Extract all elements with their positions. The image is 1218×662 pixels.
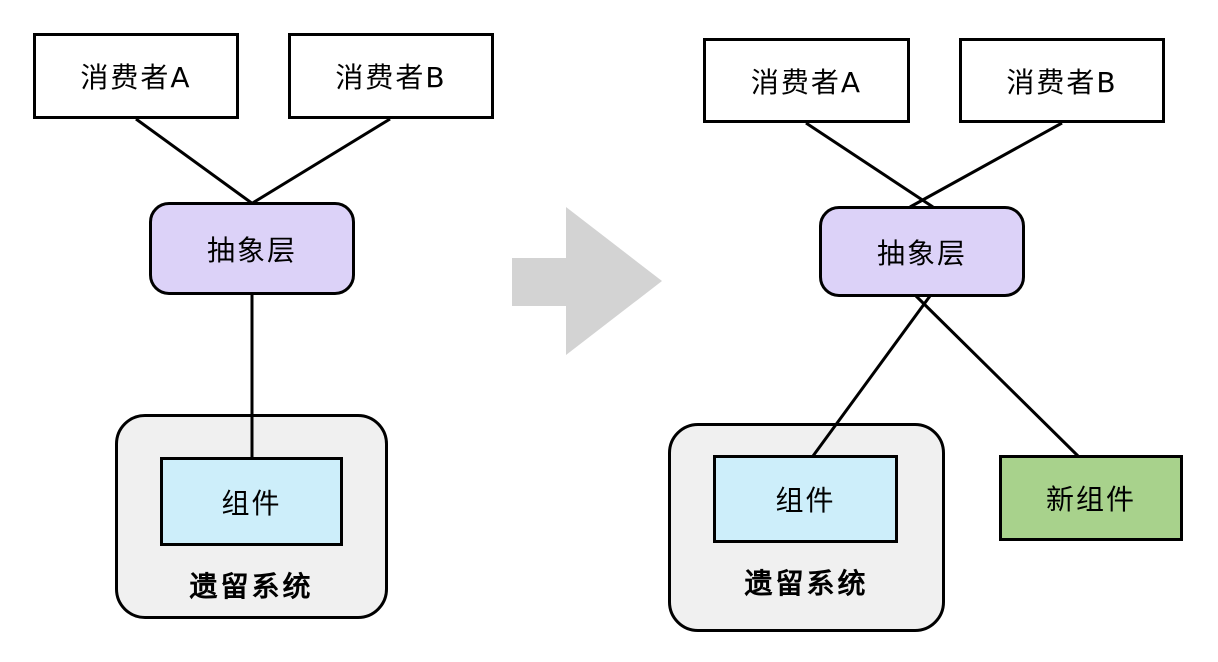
component-label-before: 组件 (221, 486, 282, 520)
consumer-b-label-before: 消费者B (335, 61, 447, 94)
component-box-before: 组件 (160, 457, 343, 546)
connector-consumer-b-to-abstraction-after (909, 121, 1063, 209)
consumer-a-box-after: 消费者A (703, 38, 910, 123)
connector-abstraction-to-new-component (914, 294, 1080, 458)
consumer-b-label-after: 消费者B (1006, 65, 1118, 99)
consumer-a-box-before: 消费者A (33, 33, 239, 119)
legacy-system-label-after: 遗留系统 (744, 567, 869, 600)
consumer-a-label-before: 消费者A (80, 61, 192, 94)
consumer-a-label-after: 消费者A (750, 65, 863, 99)
connector-abstraction-to-component-after (811, 295, 932, 457)
consumer-b-box-after: 消费者B (959, 38, 1165, 123)
abstraction-layer-label-before: 抽象层 (206, 233, 297, 267)
abstraction-layer-box-before: 抽象层 (149, 202, 355, 295)
connector-consumer-b-to-abstraction-before (250, 117, 391, 206)
connector-consumer-a-to-abstraction-before (135, 117, 254, 206)
abstraction-layer-box-after: 抽象层 (819, 206, 1025, 297)
new-component-box: 新组件 (999, 455, 1183, 541)
consumer-b-box-before: 消费者B (288, 33, 494, 119)
right-arrow-icon (512, 207, 662, 355)
component-box-after: 组件 (713, 455, 898, 543)
connector-consumer-a-to-abstraction-after (805, 121, 934, 209)
abstraction-layer-label-after: 抽象层 (876, 236, 967, 270)
component-label-after: 组件 (775, 484, 836, 517)
legacy-system-label-before: 遗留系统 (189, 570, 314, 603)
new-component-label: 新组件 (1045, 483, 1136, 516)
